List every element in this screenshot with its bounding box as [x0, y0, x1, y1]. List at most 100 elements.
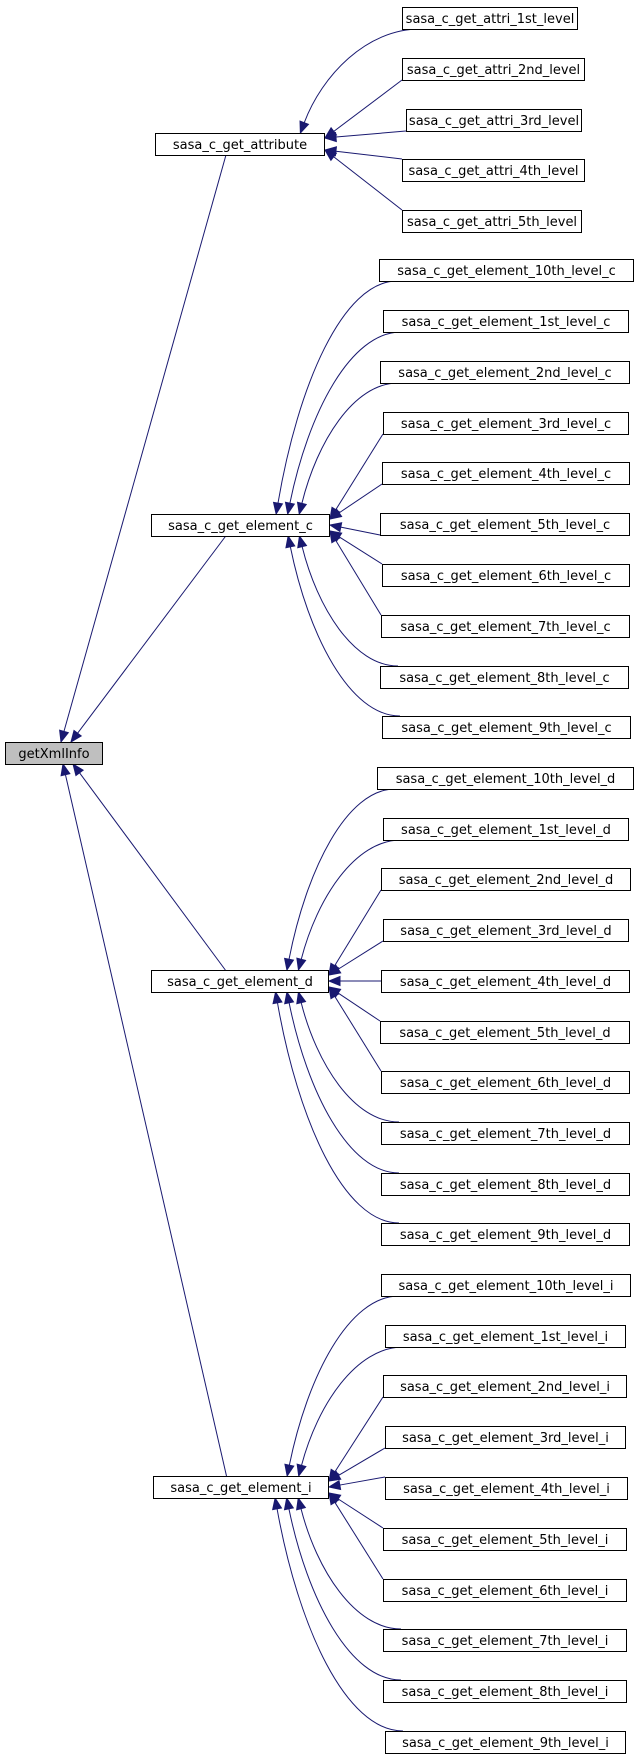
node-sasa-c-get-element-9th-level-i-label: sasa_c_get_element_9th_level_i: [402, 1736, 609, 1751]
node-sasa-c-get-element-3rd-level-c[interactable]: sasa_c_get_element_3rd_level_c: [383, 412, 629, 435]
node-sasa-c-get-element-9th-level-c[interactable]: sasa_c_get_element_9th_level_c: [382, 716, 631, 739]
node-sasa-c-get-element-3rd-level-i[interactable]: sasa_c_get_element_3rd_level_i: [385, 1426, 626, 1449]
node-sasa-c-get-attri-5th-level[interactable]: sasa_c_get_attri_5th_level: [402, 210, 582, 233]
node-sasa-c-get-element-7th-level-d[interactable]: sasa_c_get_element_7th_level_d: [381, 1122, 630, 1145]
edge-sasa_c_get_element_7th_level_c-to-sasa_c_get_element_c: [335, 540, 382, 616]
node-sasa-c-get-element-2nd-level-i[interactable]: sasa_c_get_element_2nd_level_i: [383, 1375, 627, 1398]
edge-sasa_c_get_element_c-to-root-arrowhead: [70, 729, 83, 744]
node-sasa-c-get-attribute[interactable]: sasa_c_get_attribute: [155, 133, 325, 156]
node-sasa-c-get-attri-4th-level[interactable]: sasa_c_get_attri_4th_level: [402, 159, 585, 182]
node-sasa-c-get-element-7th-level-i-box: [383, 1629, 627, 1652]
edge-sasa_c_get_element_5th_level_d-to-sasa_c_get_element_d: [337, 992, 381, 1022]
node-sasa-c-get-element-i-box: [153, 1476, 329, 1499]
node-sasa-c-get-element-6th-level-i-label: sasa_c_get_element_6th_level_i: [402, 1584, 609, 1599]
node-sasa-c-get-element-4th-level-i-label: sasa_c_get_element_4th_level_i: [403, 1482, 610, 1497]
node-sasa-c-get-element-2nd-level-d[interactable]: sasa_c_get_element_2nd_level_d: [381, 868, 631, 891]
node-sasa-c-get-element-1st-level-c[interactable]: sasa_c_get_element_1st_level_c: [383, 310, 629, 333]
node-sasa-c-get-element-6th-level-c[interactable]: sasa_c_get_element_6th_level_c: [382, 564, 630, 587]
node-sasa-c-get-element-4th-level-d[interactable]: sasa_c_get_element_4th_level_d: [381, 970, 630, 993]
edge-sasa_c_get_element_1st_level_d-to-sasa_c_get_element_d: [300, 839, 402, 960]
edge-sasa_c_get_element_6th_level_c-to-sasa_c_get_element_c: [339, 536, 383, 565]
node-sasa-c-get-element-7th-level-i[interactable]: sasa_c_get_element_7th_level_i: [383, 1629, 627, 1652]
node-sasa-c-get-element-7th-level-i-label: sasa_c_get_element_7th_level_i: [402, 1634, 609, 1649]
edge-sasa_c_get_attri_1st_level-to-sasa_c_get_attribute: [303, 28, 421, 123]
node-sasa-c-get-element-6th-level-d[interactable]: sasa_c_get_element_6th_level_d: [381, 1071, 630, 1094]
node-sasa-c-get-element-4th-level-c[interactable]: sasa_c_get_element_4th_level_c: [382, 462, 630, 485]
node-sasa-c-get-element-9th-level-i[interactable]: sasa_c_get_element_9th_level_i: [385, 1731, 626, 1754]
node-sasa-c-get-element-6th-level-c-box: [382, 564, 630, 587]
node-sasa-c-get-element-10th-level-i[interactable]: sasa_c_get_element_10th_level_i: [381, 1274, 631, 1297]
edge-sasa_c_get_element_9th_level_i-to-sasa_c_get_element_i-arrowhead: [272, 1496, 283, 1511]
node-sasa-c-get-element-5th-level-i[interactable]: sasa_c_get_element_5th_level_i: [383, 1528, 627, 1551]
edge-sasa_c_get_element_9th_level_c-to-sasa_c_get_element_c-arrowhead: [285, 534, 296, 549]
edge-sasa_c_get_attri_4th_level-to-sasa_c_get_attribute: [335, 150, 403, 160]
edge-sasa_c_get_element_6th_level_i-to-sasa_c_get_element_i-arrowhead: [328, 1491, 340, 1506]
edge-sasa_c_get_element_10th_level_c-to-sasa_c_get_element_c: [277, 280, 398, 504]
edge-sasa_c_get_element_9th_level_d-to-sasa_c_get_element_d-arrowhead: [272, 990, 283, 1005]
node-sasa-c-get-element-10th-level-c[interactable]: sasa_c_get_element_10th_level_c: [379, 259, 634, 282]
node-sasa-c-get-element-7th-level-c[interactable]: sasa_c_get_element_7th_level_c: [381, 615, 630, 638]
node-sasa-c-get-element-7th-level-d-box: [381, 1122, 630, 1145]
node-sasa-c-get-attri-1st-level[interactable]: sasa_c_get_attri_1st_level: [402, 7, 578, 30]
node-sasa-c-get-element-8th-level-c[interactable]: sasa_c_get_element_8th_level_c: [380, 666, 629, 689]
node-sasa-c-get-element-5th-level-c[interactable]: sasa_c_get_element_5th_level_c: [380, 513, 630, 536]
edge-sasa_c_get_element_8th_level_c-to-sasa_c_get_element_c-arrowhead: [297, 534, 308, 549]
node-sasa-c-get-element-1st-level-c-box: [383, 310, 629, 333]
node-sasa-c-get-element-1st-level-i-label: sasa_c_get_element_1st_level_i: [403, 1330, 608, 1345]
node-sasa-c-get-attri-2nd-level[interactable]: sasa_c_get_attri_2nd_level: [402, 58, 585, 81]
node-sasa-c-get-element-4th-level-i[interactable]: sasa_c_get_element_4th_level_i: [385, 1477, 628, 1500]
node-sasa-c-get-element-8th-level-d[interactable]: sasa_c_get_element_8th_level_d: [381, 1173, 630, 1196]
node-sasa-c-get-element-d-label: sasa_c_get_element_d: [167, 975, 313, 990]
node-sasa-c-get-element-1st-level-d[interactable]: sasa_c_get_element_1st_level_d: [383, 818, 629, 841]
node-sasa-c-get-attri-3rd-level[interactable]: sasa_c_get_attri_3rd_level: [406, 109, 582, 132]
edge-sasa_c_get_element_d-to-root: [79, 772, 226, 971]
node-sasa-c-get-element-9th-level-c-label: sasa_c_get_element_9th_level_c: [401, 721, 611, 736]
node-getxmlinfo[interactable]: getXmlInfo: [5, 742, 103, 765]
node-sasa-c-get-element-3rd-level-c-label: sasa_c_get_element_3rd_level_c: [401, 417, 611, 432]
edge-sasa_c_get_element_9th_level_d-to-sasa_c_get_element_d: [276, 1002, 400, 1224]
edge-sasa_c_get_element_8th_level_d-to-sasa_c_get_element_d-arrowhead: [284, 990, 295, 1005]
edge-sasa_c_get_element_4th_level_c-to-sasa_c_get_element_c-arrowhead: [328, 508, 343, 520]
node-sasa-c-get-element-8th-level-i[interactable]: sasa_c_get_element_8th_level_i: [383, 1680, 627, 1703]
node-sasa-c-get-attribute-box: [155, 133, 325, 156]
node-sasa-c-get-element-2nd-level-c-box: [380, 361, 630, 384]
node-sasa-c-get-element-3rd-level-d[interactable]: sasa_c_get_element_3rd_level_d: [383, 919, 629, 942]
node-sasa-c-get-element-10th-level-d[interactable]: sasa_c_get_element_10th_level_d: [377, 767, 634, 790]
edge-sasa_c_get_element_8th_level_i-to-sasa_c_get_element_i: [288, 1508, 402, 1681]
node-sasa-c-get-element-9th-level-i-box: [385, 1731, 626, 1754]
node-sasa-c-get-element-2nd-level-c-label: sasa_c_get_element_2nd_level_c: [398, 366, 611, 381]
node-sasa-c-get-attri-1st-level-box: [402, 7, 578, 30]
node-sasa-c-get-element-d-box: [151, 970, 329, 993]
node-sasa-c-get-element-c-box: [151, 514, 330, 537]
node-sasa-c-get-element-9th-level-d[interactable]: sasa_c_get_element_9th_level_d: [381, 1223, 630, 1246]
edge-sasa_c_get_element_3rd_level_c-to-sasa_c_get_element_c: [335, 433, 384, 510]
node-sasa-c-get-element-10th-level-c-box: [379, 259, 634, 282]
edge-sasa_c_get_element_5th_level_c-to-sasa_c_get_element_c-arrowhead: [328, 522, 343, 533]
node-sasa-c-get-element-5th-level-d[interactable]: sasa_c_get_element_5th_level_d: [380, 1021, 630, 1044]
edge-sasa_c_get_element_10th_level_c-to-sasa_c_get_element_c-arrowhead: [272, 501, 284, 516]
edge-sasa_c_get_element_3rd_level_d-to-sasa_c_get_element_d: [338, 940, 384, 970]
edge-sasa_c_get_element_d-to-root-arrowhead: [72, 762, 85, 777]
edge-sasa_c_get_element_4th_level_d-to-sasa_c_get_element_d-arrowhead: [327, 975, 341, 987]
node-sasa-c-get-element-i[interactable]: sasa_c_get_element_i: [153, 1476, 329, 1499]
edge-sasa_c_get_element_4th_level_c-to-sasa_c_get_element_c: [338, 483, 383, 514]
node-sasa-c-get-element-8th-level-d-label: sasa_c_get_element_8th_level_d: [400, 1178, 611, 1193]
node-sasa-c-get-element-1st-level-i[interactable]: sasa_c_get_element_1st_level_i: [385, 1325, 626, 1348]
node-sasa-c-get-element-d[interactable]: sasa_c_get_element_d: [151, 970, 329, 993]
node-sasa-c-get-attri-5th-level-label: sasa_c_get_attri_5th_level: [407, 215, 577, 230]
node-sasa-c-get-element-6th-level-i[interactable]: sasa_c_get_element_6th_level_i: [383, 1579, 627, 1602]
node-sasa-c-get-element-2nd-level-d-label: sasa_c_get_element_2nd_level_d: [399, 873, 614, 888]
node-sasa-c-get-element-2nd-level-d-box: [381, 868, 631, 891]
node-sasa-c-get-attri-4th-level-box: [402, 159, 585, 182]
edge-sasa_c_get_element_4th_level_i-to-sasa_c_get_element_i-arrowhead: [327, 1479, 342, 1491]
node-sasa-c-get-attri-1st-level-label: sasa_c_get_attri_1st_level: [406, 12, 575, 27]
node-sasa-c-get-element-i-label: sasa_c_get_element_i: [170, 1481, 311, 1496]
node-sasa-c-get-element-3rd-level-i-box: [385, 1426, 626, 1449]
node-sasa-c-get-element-4th-level-c-label: sasa_c_get_element_4th_level_c: [401, 467, 611, 482]
node-sasa-c-get-element-5th-level-c-box: [380, 513, 630, 536]
edge-sasa_c_get_element_5th_level_i-to-sasa_c_get_element_i: [337, 1498, 384, 1529]
node-sasa-c-get-element-2nd-level-c[interactable]: sasa_c_get_element_2nd_level_c: [380, 361, 630, 384]
node-sasa-c-get-element-c[interactable]: sasa_c_get_element_c: [151, 514, 330, 537]
edge-sasa_c_get_element_9th_level_i-to-sasa_c_get_element_i: [276, 1508, 404, 1732]
